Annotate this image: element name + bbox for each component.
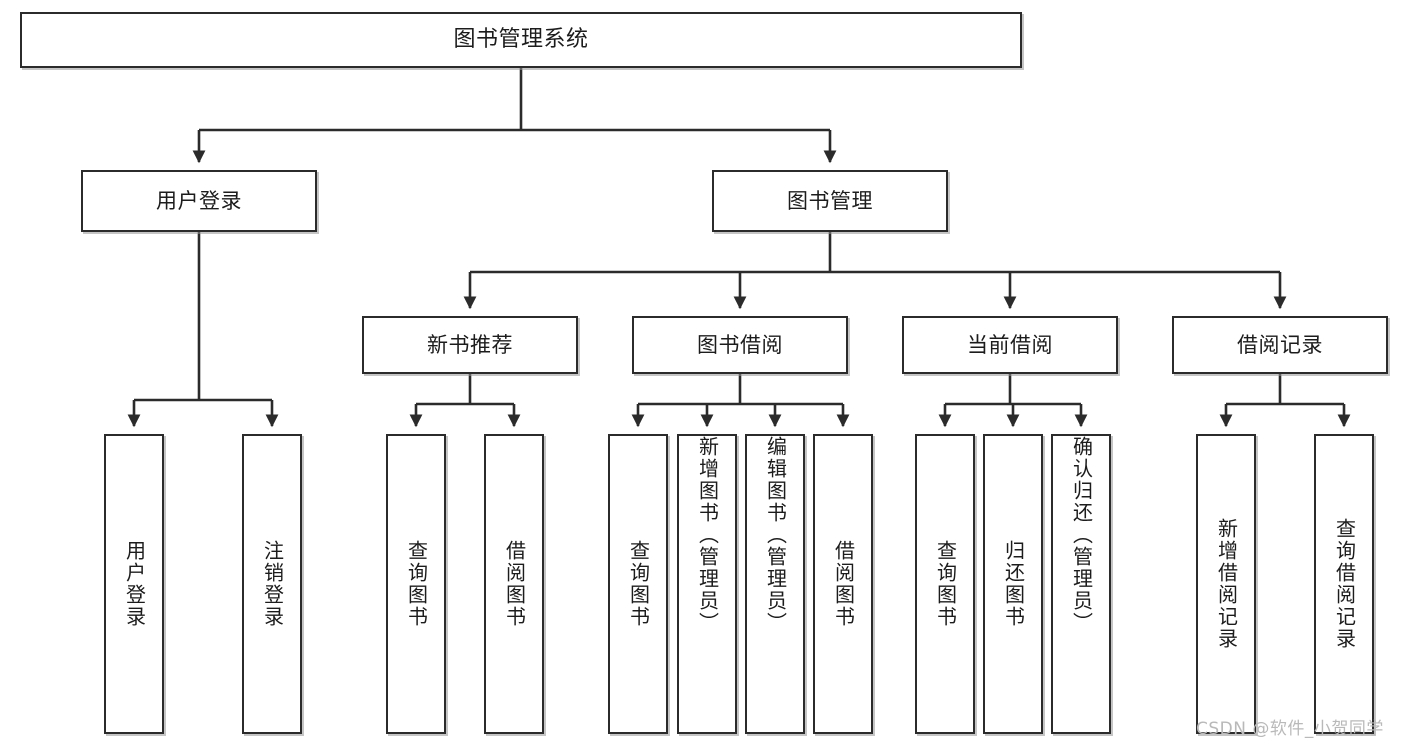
node-leaf-edit-book-label: 编辑图书（管理员） bbox=[763, 436, 788, 634]
node-leaf-user-login: 用户登录 bbox=[104, 434, 164, 734]
node-current-borrow: 当前借阅 bbox=[902, 316, 1118, 374]
node-root-system: 图书管理系统 bbox=[20, 12, 1022, 68]
node-new-book-rec-label: 新书推荐 bbox=[427, 332, 513, 357]
node-user-login-label: 用户登录 bbox=[156, 188, 242, 213]
node-leaf-query-book-borrow: 查询图书 bbox=[608, 434, 668, 734]
node-borrow-record: 借阅记录 bbox=[1172, 316, 1388, 374]
node-user-login: 用户登录 bbox=[81, 170, 317, 232]
node-leaf-add-borrow-record-label: 新增借阅记录 bbox=[1214, 518, 1239, 650]
node-leaf-query-borrow-record-label: 查询借阅记录 bbox=[1332, 518, 1357, 650]
node-leaf-query-book-current-label: 查询图书 bbox=[933, 540, 958, 628]
node-leaf-borrow-book-rec: 借阅图书 bbox=[484, 434, 544, 734]
node-leaf-query-book-rec: 查询图书 bbox=[386, 434, 446, 734]
node-book-manage-label: 图书管理 bbox=[787, 188, 873, 213]
node-leaf-confirm-return: 确认归还（管理员） bbox=[1051, 434, 1111, 734]
node-root-label: 图书管理系统 bbox=[453, 27, 589, 53]
node-new-book-rec: 新书推荐 bbox=[362, 316, 578, 374]
node-book-borrow: 图书借阅 bbox=[632, 316, 848, 374]
node-leaf-return-book-label: 归还图书 bbox=[1001, 540, 1026, 628]
node-leaf-query-book-current: 查询图书 bbox=[915, 434, 975, 734]
node-leaf-return-book: 归还图书 bbox=[983, 434, 1043, 734]
node-leaf-add-book-label: 新增图书（管理员） bbox=[695, 436, 720, 634]
node-book-manage: 图书管理 bbox=[712, 170, 948, 232]
node-leaf-borrow-book: 借阅图书 bbox=[813, 434, 873, 734]
csdn-watermark: CSDN @软件_小贺同学 bbox=[1196, 719, 1384, 739]
node-leaf-confirm-return-label: 确认归还（管理员） bbox=[1069, 436, 1094, 634]
node-leaf-query-book-rec-label: 查询图书 bbox=[404, 540, 429, 628]
node-leaf-borrow-book-label: 借阅图书 bbox=[831, 540, 856, 628]
node-leaf-add-borrow-record: 新增借阅记录 bbox=[1196, 434, 1256, 734]
node-leaf-user-login-label: 用户登录 bbox=[122, 540, 147, 628]
node-leaf-query-borrow-record: 查询借阅记录 bbox=[1314, 434, 1374, 734]
node-leaf-add-book: 新增图书（管理员） bbox=[677, 434, 737, 734]
node-leaf-edit-book: 编辑图书（管理员） bbox=[745, 434, 805, 734]
node-leaf-query-book-borrow-label: 查询图书 bbox=[626, 540, 651, 628]
node-current-borrow-label: 当前借阅 bbox=[967, 332, 1053, 357]
node-book-borrow-label: 图书借阅 bbox=[697, 332, 783, 357]
node-borrow-record-label: 借阅记录 bbox=[1237, 332, 1323, 357]
node-leaf-user-logout: 注销登录 bbox=[242, 434, 302, 734]
node-leaf-borrow-book-rec-label: 借阅图书 bbox=[502, 540, 527, 628]
node-leaf-user-logout-label: 注销登录 bbox=[260, 540, 285, 628]
